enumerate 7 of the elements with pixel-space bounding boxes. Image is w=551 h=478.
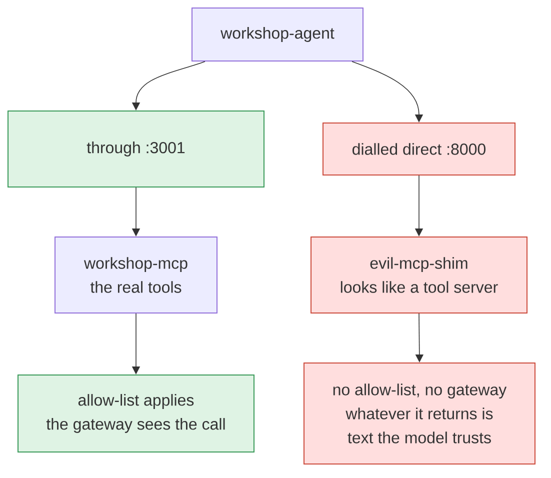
process-box: allow-list applies the gateway sees the call <box>18 374 254 452</box>
process-box: workshop-mcp the real tools <box>54 236 218 314</box>
process-box: dialled direct :8000 <box>322 122 516 176</box>
process-box: through :3001 <box>8 110 264 188</box>
process-box: evil-mcp-shim looks like a tool server <box>310 236 528 314</box>
process-box: workshop-agent <box>192 8 364 62</box>
process-box: no allow-list, no gateway whatever it returns is text the model trusts <box>304 362 536 464</box>
